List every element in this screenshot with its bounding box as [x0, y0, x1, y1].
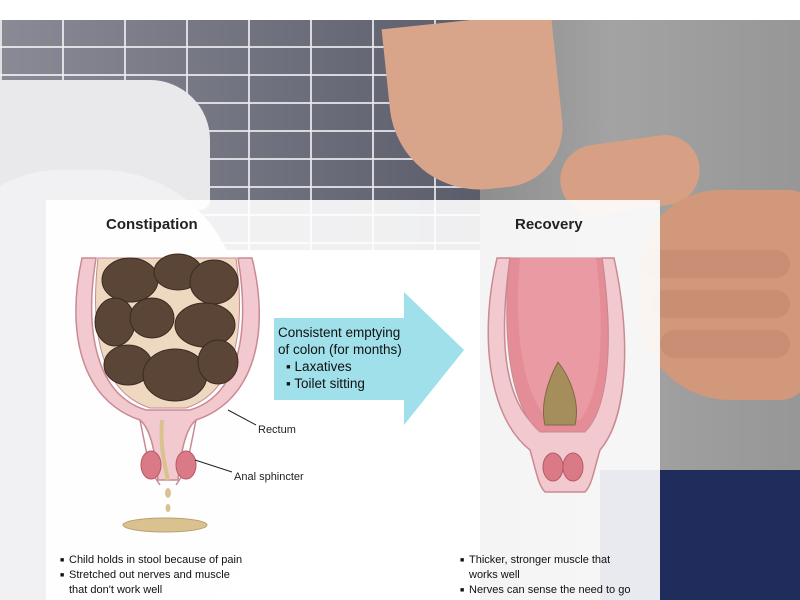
- impacted-stool: [94, 253, 239, 402]
- constipation-bullets: Child holds in stool because of pain Str…: [60, 553, 320, 598]
- anal-sphincter-label: Anal sphincter: [234, 471, 304, 483]
- constipation-bullet-continued: that don't work well: [69, 584, 163, 596]
- recovery-title: Recovery: [515, 216, 583, 233]
- constipated-rectum: [75, 253, 261, 533]
- recovery-bullet: Thicker, stronger muscle that: [460, 553, 670, 568]
- recovered-sphincter-left: [542, 452, 564, 482]
- sphincter-pointer: [194, 459, 233, 473]
- recovered-rectum: [487, 257, 626, 493]
- recovered-sphincter-right: [562, 452, 584, 482]
- arrow-line-2: of colon (for months): [278, 342, 402, 357]
- constipation-bullet: Stretched out nerves and muscle: [60, 568, 320, 583]
- recovery-bullet: Nerves can sense the need to go: [460, 583, 670, 598]
- recovery-arrow: [274, 292, 464, 425]
- sphincter-muscle-left: [140, 450, 162, 480]
- recovery-bullet-continued: works well: [469, 569, 520, 581]
- arrow-text: Consistent emptying of colon (for months…: [278, 324, 402, 392]
- sphincter-muscle-right: [175, 450, 197, 480]
- arrow-item-laxatives: ▪ Laxatives: [286, 359, 352, 374]
- healthy-stool: [542, 361, 577, 426]
- rectum-pointer: [227, 409, 257, 426]
- constipation-bullet: Child holds in stool because of pain: [60, 553, 320, 568]
- arrow-line-1: Consistent emptying: [278, 325, 401, 340]
- recovery-bullets: Thicker, stronger muscle that works well…: [460, 553, 670, 598]
- arrow-item-toilet-sitting: ▪ Toilet sitting: [286, 376, 365, 391]
- rectum-label: Rectum: [258, 424, 296, 436]
- leakage-puddle: [122, 517, 208, 533]
- constipation-title: Constipation: [106, 216, 198, 233]
